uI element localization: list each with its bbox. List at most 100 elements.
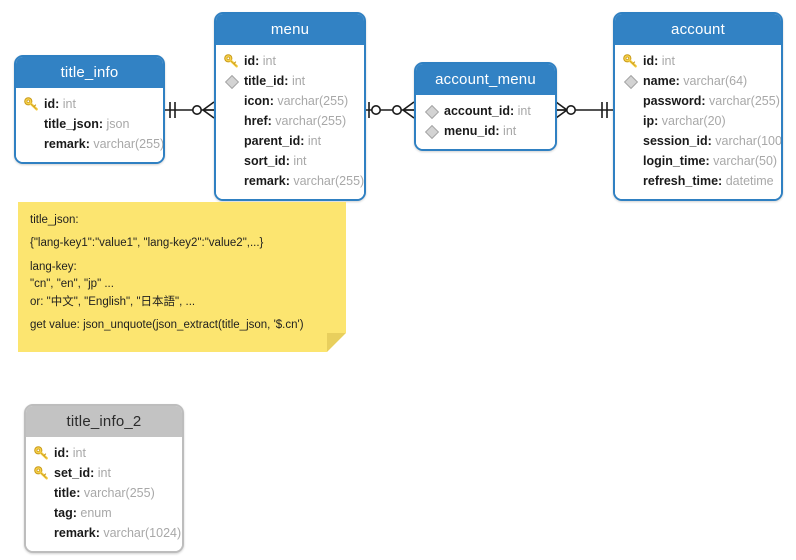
field-menu-icon[interactable]: icon: varchar(255) bbox=[216, 91, 364, 111]
field-type: datetime bbox=[725, 174, 774, 188]
entity-account[interactable]: account id: int name: varchar(64) bbox=[613, 12, 783, 201]
field-type: int bbox=[503, 124, 517, 138]
field-colon: : bbox=[55, 97, 63, 111]
field-title_info_2-set_id[interactable]: set_id: int bbox=[26, 463, 182, 483]
field-type: varchar(64) bbox=[683, 74, 748, 88]
primary-key-icon bbox=[224, 53, 242, 69]
field-name: icon bbox=[244, 94, 270, 108]
field-type: varchar(255) bbox=[83, 486, 155, 500]
field-menu-remark[interactable]: remark: varchar(255) bbox=[216, 171, 364, 191]
field-name: parent_id bbox=[244, 134, 301, 148]
entity-menu[interactable]: menu id: int title_id: int bbox=[214, 12, 366, 201]
field-colon: : bbox=[90, 466, 98, 480]
field-account-password[interactable]: password: varchar(255) bbox=[615, 91, 781, 111]
field-account-id[interactable]: id: int bbox=[615, 51, 781, 71]
field-type: int bbox=[62, 97, 76, 111]
field-name: sort_id bbox=[244, 154, 286, 168]
field-title_info-id[interactable]: id: int bbox=[16, 94, 163, 114]
field-menu-id[interactable]: id: int bbox=[216, 51, 364, 71]
field-name: id bbox=[54, 446, 66, 460]
field-name: title bbox=[54, 486, 77, 500]
foreign-key-diamond-icon bbox=[224, 73, 242, 90]
relationship-account_menu-account[interactable] bbox=[555, 96, 617, 124]
field-account-refresh_time[interactable]: refresh_time: datetime bbox=[615, 171, 781, 191]
primary-key-icon bbox=[34, 465, 52, 481]
field-account-ip[interactable]: ip: varchar(20) bbox=[615, 111, 781, 131]
no-key-icon bbox=[224, 173, 242, 189]
note-line-6: get value: json_unquote(json_extract(tit… bbox=[30, 318, 304, 331]
field-name: id bbox=[643, 54, 655, 68]
field-type: varchar(255) bbox=[293, 174, 365, 188]
entity-account-fields: id: int name: varchar(64) password: varc… bbox=[615, 45, 781, 199]
field-menu-parent_id[interactable]: parent_id: int bbox=[216, 131, 364, 151]
field-name: menu_id bbox=[444, 124, 496, 138]
field-colon: : bbox=[495, 124, 504, 138]
field-type: enum bbox=[80, 506, 112, 520]
primary-key-icon bbox=[34, 445, 52, 461]
field-colon: : bbox=[701, 94, 709, 108]
entity-account-header: account bbox=[615, 14, 781, 45]
field-account-session_id[interactable]: session_id: varchar(100) bbox=[615, 131, 781, 151]
field-colon: : bbox=[95, 526, 104, 540]
field-type: varchar(1024) bbox=[103, 526, 182, 540]
foreign-key-diamond-icon bbox=[424, 103, 442, 120]
field-type: varchar(255) bbox=[275, 114, 347, 128]
field-account-name[interactable]: name: varchar(64) bbox=[615, 71, 781, 91]
field-type: json bbox=[106, 117, 130, 131]
field-menu-sort_id[interactable]: sort_id: int bbox=[216, 151, 364, 171]
relationship-menu-account_menu[interactable] bbox=[364, 96, 418, 124]
field-title_info-title_json[interactable]: title_json: json bbox=[16, 114, 163, 134]
no-key-icon bbox=[24, 116, 42, 132]
field-menu-title_id[interactable]: title_id: int bbox=[216, 71, 364, 91]
field-title_info_2-remark[interactable]: remark: varchar(1024) bbox=[26, 523, 182, 543]
field-title_info_2-title[interactable]: title: varchar(255) bbox=[26, 483, 182, 503]
entity-account_menu-header: account_menu bbox=[416, 64, 555, 95]
entity-title_info_2-header: title_info_2 bbox=[26, 406, 182, 437]
field-colon: : bbox=[285, 174, 294, 188]
field-type: int bbox=[72, 446, 86, 460]
field-title_info_2-tag[interactable]: tag: enum bbox=[26, 503, 182, 523]
entity-account_menu[interactable]: account_menu account_id: int menu_id: in… bbox=[414, 62, 557, 151]
field-colon: : bbox=[675, 74, 684, 88]
field-menu-href[interactable]: href: varchar(255) bbox=[216, 111, 364, 131]
field-account-login_time[interactable]: login_time: varchar(50) bbox=[615, 151, 781, 171]
no-key-icon bbox=[24, 136, 42, 152]
field-title_info_2-id[interactable]: id: int bbox=[26, 443, 182, 463]
foreign-key-diamond-icon bbox=[424, 123, 442, 140]
field-name: title_id bbox=[244, 74, 285, 88]
relationship-title_info-menu[interactable] bbox=[163, 96, 218, 124]
field-account_menu-menu_id[interactable]: menu_id: int bbox=[416, 121, 555, 141]
note-line-1: title_json: bbox=[30, 214, 79, 226]
field-type: varchar(255) bbox=[277, 94, 349, 108]
field-colon: : bbox=[269, 94, 278, 108]
no-key-icon bbox=[224, 113, 242, 129]
entity-title_info_2[interactable]: title_info_2 id: int bbox=[24, 404, 184, 553]
field-name: refresh_time bbox=[643, 174, 719, 188]
note-line-5: or: "中文", "English", "日本語", ... bbox=[30, 295, 196, 308]
field-name: title_json bbox=[44, 117, 99, 131]
no-key-icon bbox=[623, 133, 641, 149]
field-account_menu-account_id[interactable]: account_id: int bbox=[416, 101, 555, 121]
field-type: int bbox=[262, 54, 276, 68]
entity-title_info-header: title_info bbox=[16, 57, 163, 88]
entity-title_info[interactable]: title_info id: int title_json: json bbox=[14, 55, 165, 164]
primary-key-icon bbox=[623, 53, 641, 69]
primary-key-icon bbox=[24, 96, 42, 112]
foreign-key-diamond-icon bbox=[623, 73, 641, 90]
no-key-icon bbox=[224, 93, 242, 109]
field-colon: : bbox=[85, 137, 94, 151]
field-name: id bbox=[44, 97, 56, 111]
field-colon: : bbox=[267, 114, 276, 128]
field-type: varchar(255) bbox=[709, 94, 780, 108]
no-key-icon bbox=[34, 485, 52, 501]
field-type: int bbox=[661, 54, 675, 68]
field-type: varchar(255) bbox=[93, 137, 165, 151]
field-type: varchar(20) bbox=[661, 114, 726, 128]
field-name: account_id bbox=[444, 104, 510, 118]
field-colon: : bbox=[300, 134, 308, 148]
title_json-note[interactable]: title_json: {"lang-key1":"value1", "lang… bbox=[18, 202, 346, 352]
field-type: varchar(50) bbox=[713, 154, 778, 168]
entity-title_info_2-fields: id: int set_id: int title: varchar(255) bbox=[26, 437, 182, 551]
field-colon: : bbox=[510, 104, 518, 118]
field-title_info-remark[interactable]: remark: varchar(255) bbox=[16, 134, 163, 154]
